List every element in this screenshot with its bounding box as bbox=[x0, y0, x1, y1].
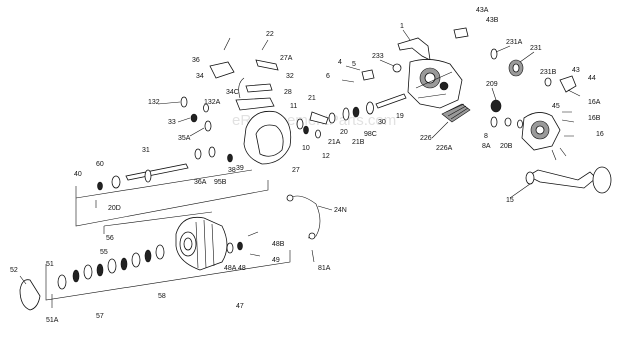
callout-30: 30 bbox=[378, 119, 386, 126]
callout-132a: 132A bbox=[204, 99, 221, 106]
callout-231: 231 bbox=[530, 45, 542, 52]
callout-45: 45 bbox=[552, 103, 560, 110]
spool-shaft-part bbox=[125, 163, 189, 181]
worm-shaft-part bbox=[441, 103, 471, 123]
callout-43a: 43A bbox=[476, 7, 489, 14]
main-shaft-part bbox=[375, 93, 407, 109]
callout-27: 27 bbox=[292, 167, 300, 174]
callout-22: 22 bbox=[266, 31, 274, 38]
leader-lines bbox=[19, 29, 535, 285]
callout-56: 56 bbox=[106, 235, 114, 242]
callout-33: 33 bbox=[168, 119, 176, 126]
callout-226a: 226A bbox=[436, 145, 453, 152]
ring-part bbox=[392, 63, 402, 73]
callout-36: 36 bbox=[192, 57, 200, 64]
callout-16: 16 bbox=[596, 131, 604, 138]
callout-58: 58 bbox=[158, 293, 166, 300]
callout-8a: 8A bbox=[482, 143, 491, 150]
callout-6: 6 bbox=[326, 73, 330, 80]
callout-43b: 43B bbox=[486, 17, 499, 24]
callout-36a: 36A bbox=[194, 179, 207, 186]
callout-40: 40 bbox=[74, 171, 82, 178]
callout-35a: 35A bbox=[178, 135, 191, 142]
callout-51: 51 bbox=[46, 261, 54, 268]
callout-12: 12 bbox=[322, 153, 330, 160]
callout-16b: 16B bbox=[588, 115, 601, 122]
callout-1: 1 bbox=[400, 23, 404, 30]
callout-21: 21 bbox=[308, 95, 316, 102]
callout-81a: 81A bbox=[318, 265, 331, 272]
callout-labels: 1 43A 43B 233 231A 231 231B 43 44 4 6 5 … bbox=[10, 7, 604, 324]
shaft-assembly bbox=[75, 37, 407, 240]
callout-4: 4 bbox=[338, 59, 342, 66]
callout-57: 57 bbox=[96, 313, 104, 320]
spool-assembly bbox=[19, 211, 315, 311]
callout-20d: 20D bbox=[108, 205, 121, 212]
clip-part bbox=[453, 27, 469, 39]
callout-48b: 48B bbox=[272, 241, 285, 248]
callout-21a: 21A bbox=[328, 139, 341, 146]
callout-95b: 95B bbox=[214, 179, 227, 186]
callout-19: 19 bbox=[396, 113, 404, 120]
callout-24n: 24N bbox=[334, 207, 347, 214]
bail-wire-part bbox=[289, 195, 321, 239]
callout-52: 52 bbox=[10, 267, 18, 274]
callout-132: 132 bbox=[148, 99, 160, 106]
callout-10: 10 bbox=[302, 145, 310, 152]
handle-arm-part bbox=[527, 169, 597, 189]
callout-38: 38 bbox=[228, 167, 236, 174]
handle-knob-part bbox=[592, 166, 612, 194]
callout-43: 43 bbox=[572, 67, 580, 74]
callout-226: 226 bbox=[420, 135, 432, 142]
callout-16a: 16A bbox=[588, 99, 601, 106]
callout-34c: 34C bbox=[226, 89, 239, 96]
callout-27a: 27A bbox=[280, 55, 293, 62]
bail-arm-part bbox=[397, 37, 431, 61]
callout-48a: 48A bbox=[224, 265, 237, 272]
reel-body-assembly bbox=[392, 27, 612, 194]
drag-knob-part bbox=[19, 279, 41, 311]
callout-20b: 20B bbox=[500, 143, 513, 150]
callout-55: 55 bbox=[100, 249, 108, 256]
callout-5: 5 bbox=[352, 61, 356, 68]
callout-21b: 21B bbox=[352, 139, 365, 146]
callout-47: 47 bbox=[236, 303, 244, 310]
callout-233: 233 bbox=[372, 53, 384, 60]
callout-98c: 98C bbox=[364, 131, 377, 138]
callout-15: 15 bbox=[506, 197, 514, 204]
callout-20: 20 bbox=[340, 129, 348, 136]
callout-209: 209 bbox=[486, 81, 498, 88]
callout-231a: 231A bbox=[506, 39, 523, 46]
callout-39: 39 bbox=[236, 165, 244, 172]
callout-34: 34 bbox=[196, 73, 204, 80]
callout-49: 49 bbox=[272, 257, 280, 264]
callout-28: 28 bbox=[284, 89, 292, 96]
callout-11: 11 bbox=[290, 103, 297, 110]
callout-8: 8 bbox=[484, 133, 488, 140]
callout-44: 44 bbox=[588, 75, 596, 82]
callout-48: 48 bbox=[238, 265, 246, 272]
callout-60: 60 bbox=[96, 161, 104, 168]
callout-32: 32 bbox=[286, 73, 294, 80]
callout-31: 31 bbox=[142, 147, 150, 154]
callout-231b: 231B bbox=[540, 69, 557, 76]
callout-51a: 51A bbox=[46, 317, 59, 324]
